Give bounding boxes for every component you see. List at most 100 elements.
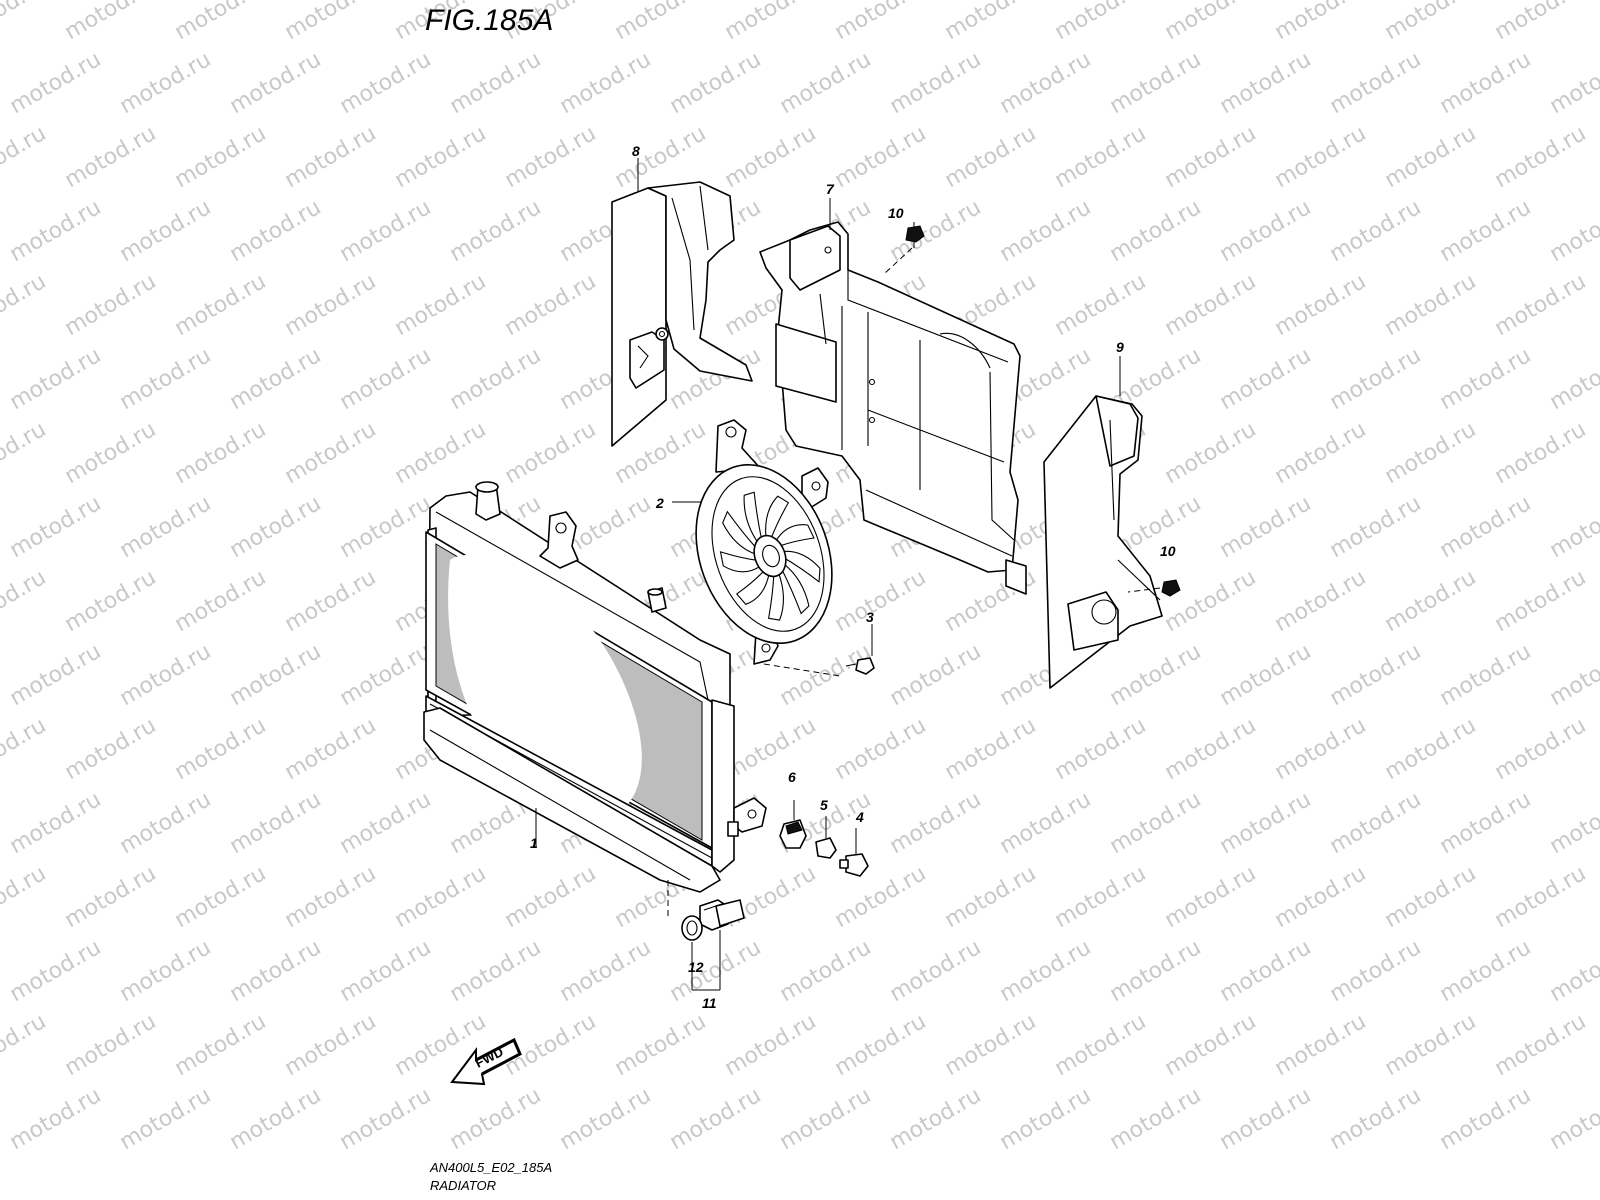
watermark-text: motod.ru: [6, 491, 106, 563]
watermark-text: motod.ru: [611, 1009, 711, 1081]
watermark-text: motod.ru: [886, 935, 986, 1007]
watermark-text: motod.ru: [0, 861, 50, 933]
fan-blade: [722, 510, 758, 556]
watermark-text: motod.ru: [61, 417, 161, 489]
watermark-text: motod.ru: [61, 713, 161, 785]
watermark-text: motod.ru: [336, 1083, 436, 1155]
watermark-text: motod.ru: [1546, 1083, 1600, 1155]
drawing-caption: RADIATOR: [430, 1178, 496, 1193]
watermark-text: motod.ru: [61, 1009, 161, 1081]
watermark-text: motod.ru: [1436, 1083, 1536, 1155]
watermark-text: motod.ru: [1546, 639, 1600, 711]
watermark-text: motod.ru: [6, 47, 106, 119]
watermark-text: motod.ru: [1436, 639, 1536, 711]
watermark-text: motod.ru: [116, 935, 216, 1007]
watermark-text: motod.ru: [171, 1009, 271, 1081]
part-9-right-shroud: [1043, 395, 1163, 689]
watermark-text: motod.ru: [1491, 121, 1591, 193]
part-1-radiator: [423, 481, 767, 893]
watermark-text: motod.ru: [1381, 1009, 1481, 1081]
watermark-text: motod.ru: [171, 269, 271, 341]
watermark-text: motod.ru: [281, 565, 381, 637]
watermark-text: motod.ru: [1216, 47, 1316, 119]
watermark-text: motod.ru: [776, 1083, 876, 1155]
watermark-text: motod.ru: [1381, 269, 1481, 341]
watermark-text: motod.ru: [1381, 0, 1481, 45]
watermark-text: motod.ru: [501, 121, 601, 193]
watermark-text: motod.ru: [6, 1083, 106, 1155]
watermark-text: motod.ru: [556, 47, 656, 119]
callout-12: 12: [688, 959, 704, 975]
callout-3: 3: [866, 609, 874, 625]
watermark-text: motod.ru: [1161, 0, 1261, 45]
watermark-text: motod.ru: [61, 269, 161, 341]
callout-6: 6: [788, 769, 796, 785]
watermark-text: motod.ru: [1051, 121, 1151, 193]
watermark-text: motod.ru: [336, 787, 436, 859]
watermark-text: motod.ru: [941, 0, 1041, 45]
watermark-text: motod.ru: [226, 935, 326, 1007]
watermark-text: motod.ru: [886, 47, 986, 119]
watermark-text: motod.ru: [1051, 269, 1151, 341]
watermark-text: motod.ru: [281, 1009, 381, 1081]
watermark-text: motod.ru: [721, 0, 821, 45]
watermark-text: motod.ru: [1216, 1083, 1316, 1155]
callout-7: 7: [826, 181, 835, 197]
watermark-text: motod.ru: [1546, 343, 1600, 415]
watermark-text: motod.ru: [1271, 1009, 1371, 1081]
watermark-text: motod.ru: [556, 1083, 656, 1155]
watermark-text: motod.ru: [171, 121, 271, 193]
watermark-text: motod.ru: [336, 343, 436, 415]
fan-blade: [767, 571, 784, 621]
watermark-text: motod.ru: [996, 47, 1096, 119]
watermark-text: motod.ru: [1161, 1009, 1261, 1081]
watermark-text: motod.ru: [391, 417, 491, 489]
watermark-text: motod.ru: [886, 787, 986, 859]
watermark-text: motod.ru: [446, 1083, 546, 1155]
fan-blade: [743, 491, 763, 545]
watermark-text: motod.ru: [1271, 713, 1371, 785]
callout-4: 4: [855, 809, 864, 825]
callout-11: 11: [702, 995, 717, 1011]
watermark-text: motod.ru: [666, 1083, 766, 1155]
watermark-text: motod.ru: [336, 639, 436, 711]
watermark-text: motod.ru: [1161, 713, 1261, 785]
watermark-text: motod.ru: [116, 787, 216, 859]
watermark-text: motod.ru: [1326, 47, 1426, 119]
watermark-text: motod.ru: [1051, 861, 1151, 933]
watermark-text: motod.ru: [6, 935, 106, 1007]
watermark-text: motod.ru: [391, 121, 491, 193]
watermark-text: motod.ru: [996, 935, 1096, 1007]
watermark-text: motod.ru: [1271, 417, 1371, 489]
watermark-text: motod.ru: [831, 121, 931, 193]
watermark-text: motod.ru: [1381, 713, 1481, 785]
watermark-text: motod.ru: [171, 713, 271, 785]
watermark-text: motod.ru: [1326, 787, 1426, 859]
watermark-text: motod.ru: [226, 491, 326, 563]
watermark-text: motod.ru: [336, 491, 436, 563]
watermark-text: motod.ru: [171, 417, 271, 489]
watermark-text: motod.ru: [0, 0, 50, 45]
watermark-text: motod.ru: [281, 417, 381, 489]
watermark-text: motod.ru: [1216, 935, 1316, 1007]
watermark-text: motod.ru: [171, 0, 271, 45]
watermark-text: motod.ru: [501, 861, 601, 933]
watermark-text: motod.ru: [831, 565, 931, 637]
watermark-text: motod.ru: [226, 343, 326, 415]
watermark-text: motod.ru: [0, 269, 50, 341]
watermark-text: motod.ru: [941, 1009, 1041, 1081]
watermark-text: motod.ru: [831, 1009, 931, 1081]
watermark-text: motod.ru: [226, 787, 326, 859]
part-8-left-shroud: [611, 181, 753, 447]
watermark-text: motod.ru: [1106, 935, 1206, 1007]
fan-blade: [774, 524, 815, 547]
watermark-text: motod.ru: [1161, 121, 1261, 193]
watermark-text: motod.ru: [1106, 1083, 1206, 1155]
watermark-text: motod.ru: [1271, 0, 1371, 45]
watermark-text: motod.ru: [1491, 565, 1591, 637]
part-12-washer: [681, 915, 703, 941]
watermark-text: motod.ru: [171, 861, 271, 933]
watermark-text: motod.ru: [446, 195, 546, 267]
watermark-text: motod.ru: [1436, 47, 1536, 119]
watermark-text: motod.ru: [886, 1083, 986, 1155]
